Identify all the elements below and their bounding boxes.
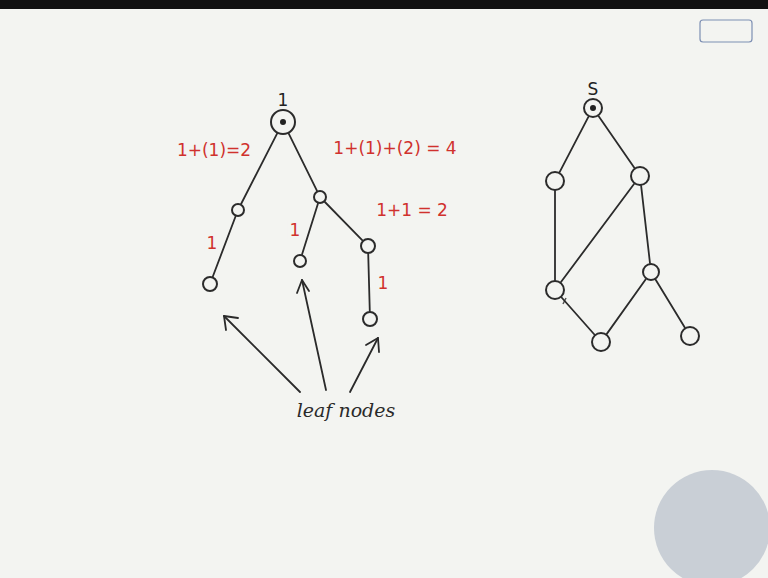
tree-edge <box>607 279 646 334</box>
tree-node <box>591 332 611 352</box>
logo-stamp <box>700 20 752 42</box>
edge-weight: 1+1 = 2 <box>374 201 450 220</box>
tree-edge <box>554 191 556 280</box>
tree-node <box>545 280 565 300</box>
tree-node <box>642 263 660 281</box>
tree-edge <box>302 204 318 255</box>
pointer-line <box>224 316 300 392</box>
tree-edge <box>641 186 650 263</box>
edge-weight: 1 <box>288 221 303 240</box>
edge-weight: 1 <box>205 234 220 253</box>
tree-edge <box>561 184 634 282</box>
node-label: 1 <box>278 92 289 109</box>
top-bar <box>0 0 768 9</box>
tree-node <box>313 190 327 204</box>
tree-node <box>202 276 218 292</box>
tree-node <box>231 203 245 217</box>
tree-node <box>680 326 700 346</box>
tree-edge <box>560 117 589 172</box>
root-dot <box>280 119 286 125</box>
tree-node <box>293 254 307 268</box>
arrow-head <box>297 280 309 293</box>
note-label: leaf nodes <box>295 399 398 421</box>
presenter-inset <box>654 470 768 578</box>
edge-weight: 1+(1)=2 <box>175 141 253 160</box>
tree-node: S <box>583 98 603 118</box>
pointer-line <box>350 338 378 392</box>
root-dot <box>590 105 596 111</box>
tree-edge <box>562 297 595 334</box>
arrow-head <box>366 338 379 352</box>
edge-weight: 1 <box>376 274 391 293</box>
tree-edge <box>325 202 363 240</box>
tree-edge <box>599 116 635 168</box>
tree-edge <box>368 254 370 311</box>
leaf-pointers <box>224 280 379 392</box>
tree-edge <box>656 280 685 328</box>
arrow-head <box>224 316 238 330</box>
tree-node <box>545 171 565 191</box>
tree-node <box>360 238 376 254</box>
tree-edge <box>289 134 317 191</box>
edge-weight: 1+(1)+(2) = 4 <box>331 139 458 158</box>
tree-node <box>362 311 378 327</box>
tree-node <box>630 166 650 186</box>
pointer-line <box>302 280 326 390</box>
tree-node: 1 <box>270 109 296 135</box>
node-label: S <box>588 81 599 98</box>
